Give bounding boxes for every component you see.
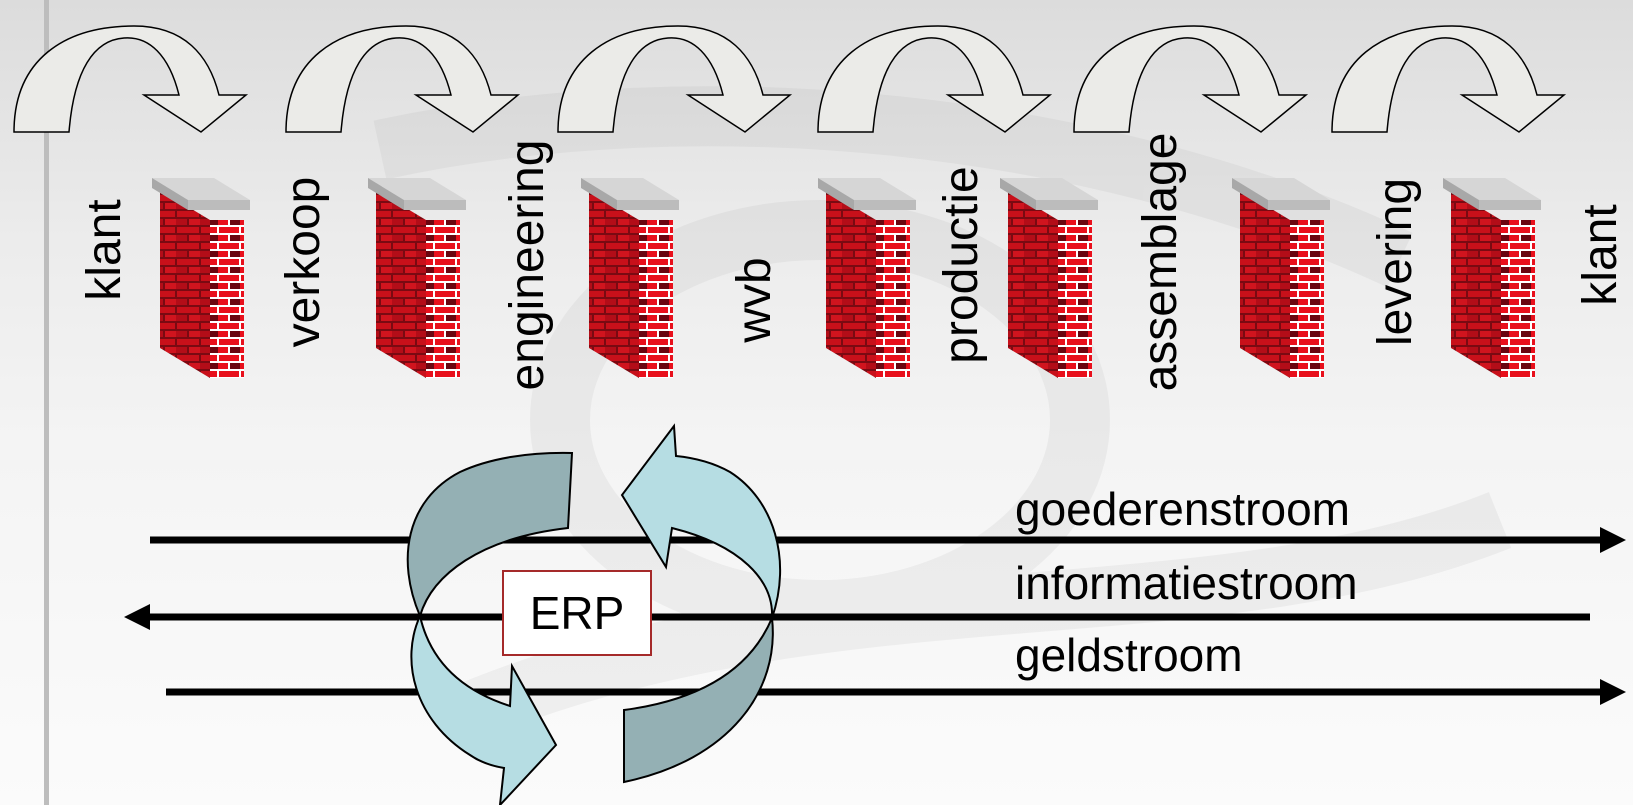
erp-cycle (406, 423, 782, 805)
stage-label-text: klant (78, 199, 131, 301)
handoff-arrow (13, 25, 249, 133)
brick-wall (1000, 178, 1098, 378)
stage-label-text: assemblage (1134, 132, 1187, 392)
erp-label: ERP (529, 587, 625, 639)
flow-label-informatiestroom: informatiestroom (1015, 557, 1358, 609)
handoff-arrow (817, 25, 1053, 133)
flow-arrowhead (1600, 527, 1626, 553)
handoff-arrow (1331, 25, 1567, 133)
flow-label-geldstroom: geldstroom (1015, 629, 1243, 681)
stage-label-text: levering (1369, 177, 1422, 347)
stage-label-text: klant (1574, 204, 1627, 306)
cycle-arrow-light-bottom-left (410, 612, 558, 805)
flow-arrowhead (124, 604, 150, 630)
brick-wall (368, 178, 466, 378)
brick-wall (152, 178, 250, 378)
cycle-arrow-dark-bottom-right (623, 614, 774, 784)
flow-arrowhead (1600, 679, 1626, 705)
erp-box: ERP (502, 570, 652, 656)
handoff-arrow (557, 25, 793, 133)
flow-label-goederenstroom: goederenstroom (1015, 483, 1350, 535)
flow-lines (124, 527, 1626, 705)
stage-label-text: engineering (501, 139, 554, 391)
stage-label-text: verkoop (277, 176, 330, 348)
brick-wall (1443, 178, 1541, 378)
cycle-arrow-dark-left (406, 451, 574, 619)
brick-wall (1232, 178, 1330, 378)
brick-wall (818, 178, 916, 378)
handoff-arrows (13, 25, 1567, 133)
left-border-rule (44, 0, 49, 805)
cycle-arrow-light-right (620, 423, 782, 619)
stage-label-text: productie (935, 166, 988, 364)
handoff-arrow (285, 25, 521, 133)
stage-label-text: wvb (728, 257, 781, 343)
brick-wall (581, 178, 679, 378)
handoff-arrow (1073, 25, 1309, 133)
